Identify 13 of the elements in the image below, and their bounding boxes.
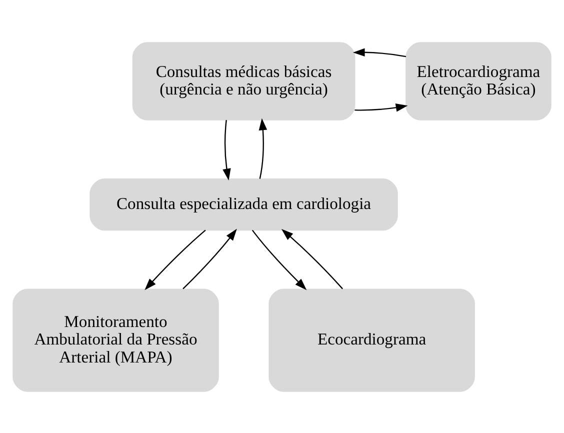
arrow — [258, 118, 268, 178]
node-box: Monitoramento Ambulatorial da Pressão Arterial (MAPA) — [12, 288, 219, 392]
arrow — [144, 229, 206, 290]
node-box: Consultas médicas básicas (urgência e não urgência) — [132, 42, 356, 120]
node-box: Ecocardiograma — [268, 288, 475, 392]
node-box: Consulta especializada em cardiologia — [90, 178, 398, 230]
arrow — [182, 228, 237, 289]
arrow — [354, 103, 408, 112]
arrow — [281, 228, 343, 289]
arrow — [252, 229, 307, 290]
node-box: Eletrocardiograma (Atenção Básica) — [406, 42, 552, 120]
arrow — [222, 119, 231, 180]
arrow — [352, 48, 406, 57]
